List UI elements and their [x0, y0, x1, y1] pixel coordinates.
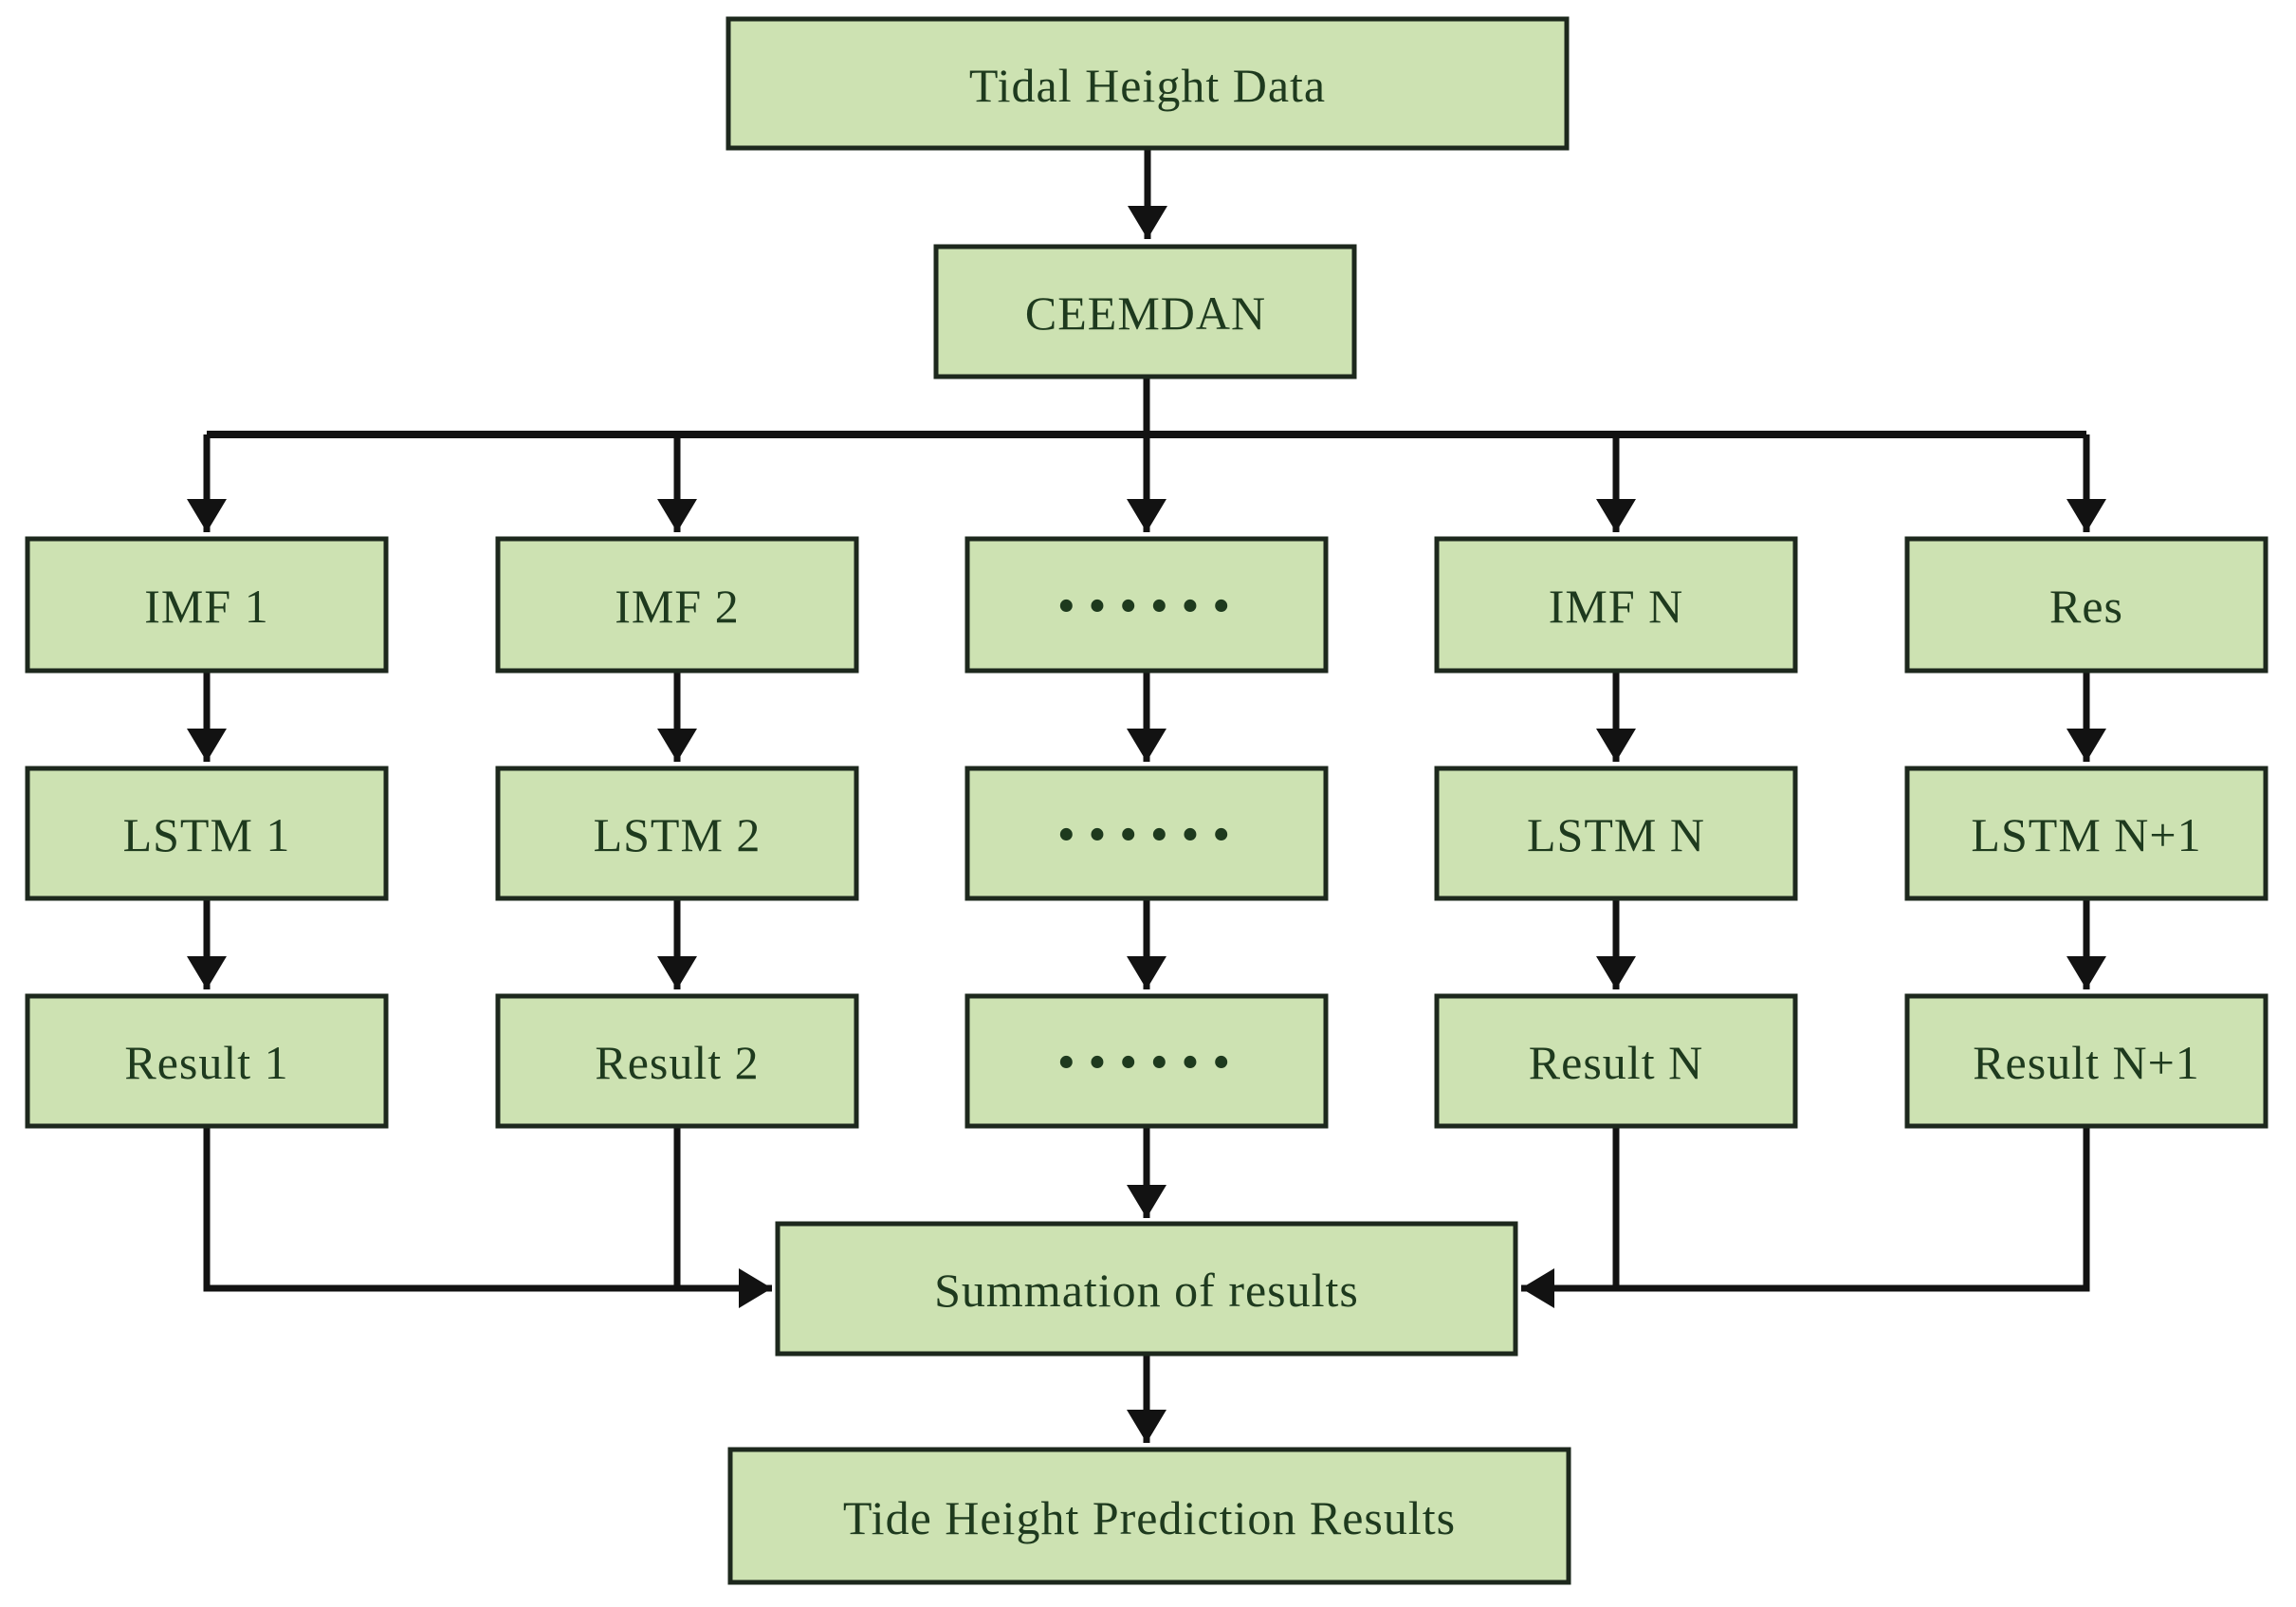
imf-n-box — [1434, 536, 1798, 674]
result-1-label: Result 1 — [124, 1036, 288, 1089]
ceemdan-box — [933, 244, 1357, 379]
imf-n-label: IMF N — [1549, 580, 1684, 633]
result-n-label: Result N — [1529, 1036, 1703, 1089]
result-n1-box — [1904, 993, 2268, 1129]
lstm-n1-box — [1904, 766, 2268, 901]
node-input: Tidal Height Data — [726, 16, 1570, 151]
result-n1-label: Result N+1 — [1973, 1036, 2200, 1089]
lstm-mid-box — [964, 766, 1329, 901]
nodes: Tidal Height Data CEEMDAN IMF 1 IMF 2 ··… — [25, 16, 2268, 1585]
node-result-n: Result N — [1434, 993, 1798, 1129]
imf-2-label: IMF 2 — [615, 580, 739, 633]
imf-2-box — [495, 536, 859, 674]
node-lstm-mid: ······ — [964, 766, 1329, 901]
lstm-n1-label: LSTM N+1 — [1971, 808, 2201, 861]
node-imf-2: IMF 2 — [495, 536, 859, 674]
lstm-2-box — [495, 766, 859, 901]
lstm-n-box — [1434, 766, 1798, 901]
result-n-box — [1434, 993, 1798, 1129]
node-imf-n: IMF N — [1434, 536, 1798, 674]
ceemdan-label: CEEMDAN — [1025, 286, 1266, 340]
result-2-box — [495, 993, 859, 1129]
input-box — [726, 16, 1570, 151]
node-lstm-n: LSTM N — [1434, 766, 1798, 901]
lstm-2-label: LSTM 2 — [594, 808, 762, 861]
result-1-box — [25, 993, 389, 1129]
node-result-mid: ······ — [964, 993, 1329, 1129]
imf-1-box — [25, 536, 389, 674]
lstm-n-label: LSTM N — [1527, 808, 1705, 861]
node-result-n1: Result N+1 — [1904, 993, 2268, 1129]
node-lstm-n1: LSTM N+1 — [1904, 766, 2268, 901]
lstm-1-label: LSTM 1 — [123, 808, 291, 861]
imf-mid-label: ······ — [1054, 564, 1240, 648]
imf-mid-box — [964, 536, 1329, 674]
node-summation: Summation of results — [775, 1221, 1518, 1357]
summation-box — [775, 1221, 1518, 1357]
lstm-mid-label: ······ — [1054, 793, 1240, 877]
lstm-1-box — [25, 766, 389, 901]
node-result-1: Result 1 — [25, 993, 389, 1129]
result-mid-label: ······ — [1054, 1021, 1240, 1104]
node-lstm-2: LSTM 2 — [495, 766, 859, 901]
connector-result1-to-summation — [203, 1126, 772, 1308]
node-imf-1: IMF 1 — [25, 536, 389, 674]
res-label: Res — [2049, 580, 2123, 633]
imf-1-label: IMF 1 — [144, 580, 268, 633]
summation-label: Summation of results — [934, 1264, 1359, 1317]
connectors — [187, 148, 2106, 1443]
res-box — [1904, 536, 2268, 674]
result-2-label: Result 2 — [595, 1036, 759, 1089]
connector-resultn1-to-summation — [1521, 1126, 2090, 1308]
node-ceemdan: CEEMDAN — [933, 244, 1357, 379]
node-res: Res — [1904, 536, 2268, 674]
node-output: Tide Height Prediction Results — [727, 1447, 1571, 1585]
output-box — [727, 1447, 1571, 1585]
node-result-2: Result 2 — [495, 993, 859, 1129]
output-label: Tide Height Prediction Results — [843, 1491, 1456, 1544]
input-label: Tidal Height Data — [969, 59, 1326, 112]
node-imf-mid: ······ — [964, 536, 1329, 674]
node-lstm-1: LSTM 1 — [25, 766, 389, 901]
result-mid-box — [964, 993, 1329, 1129]
